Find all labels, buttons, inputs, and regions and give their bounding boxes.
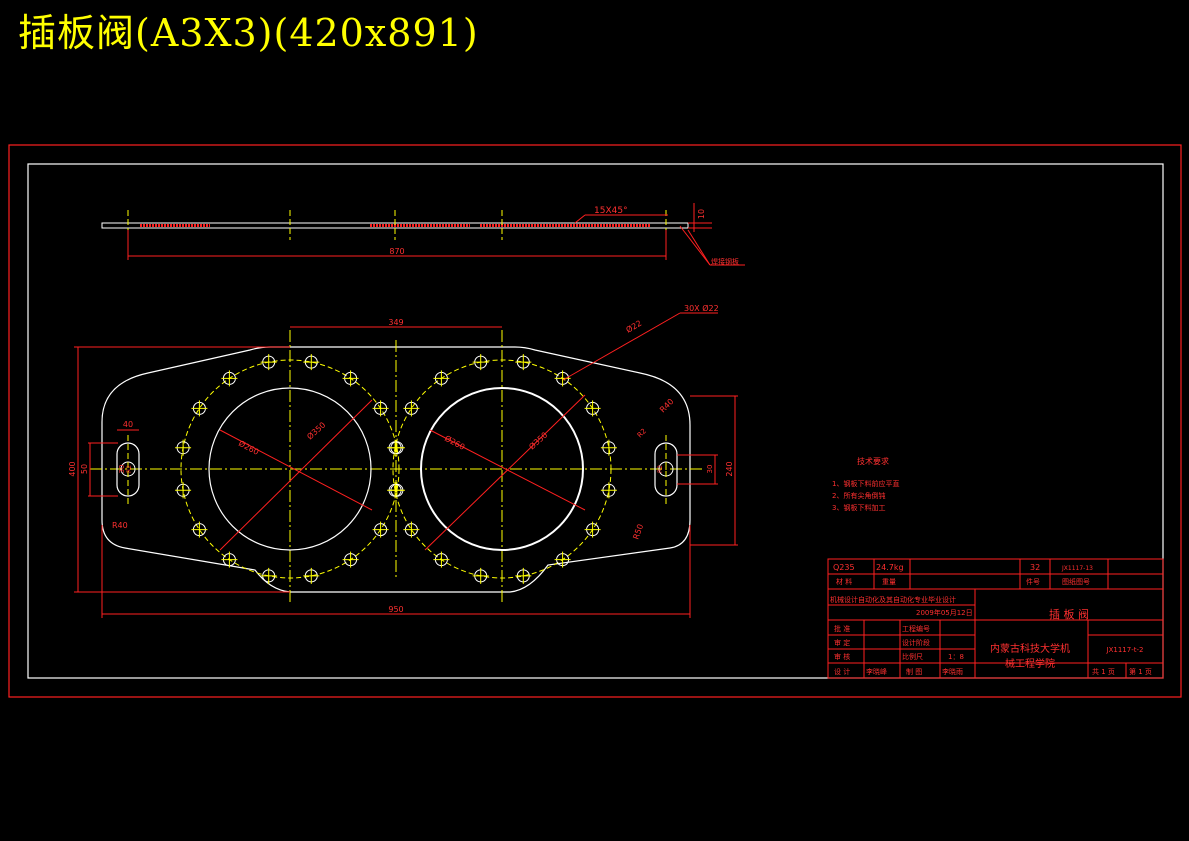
dim-240: 240 xyxy=(725,461,734,476)
dim-50: 50 xyxy=(80,464,89,474)
tb-main-box xyxy=(827,588,1164,679)
dim-40: 40 xyxy=(123,420,133,429)
dim-349: 349 xyxy=(388,318,403,327)
inner-frame xyxy=(27,163,1164,679)
tb-date: 2009年05月12日 xyxy=(916,608,973,617)
dim-30-right: 30 xyxy=(706,465,714,474)
left-bore-dia: Ø260 xyxy=(237,438,261,457)
holes-note: 30X Ø22 xyxy=(684,303,719,313)
tb-mid-1: 工程编号 xyxy=(902,624,930,633)
tb-school-1: 内蒙古科技大学机 xyxy=(990,642,1070,655)
thk-text: 10 xyxy=(697,209,706,219)
r40-right: R40 xyxy=(658,397,676,415)
tb-qty-label: 件号 xyxy=(1026,577,1040,586)
tb-mid-3: 比例尺 xyxy=(902,652,923,661)
holes-leader-1 xyxy=(562,312,681,381)
weld-text: 焊接钢板 xyxy=(711,257,739,266)
r40-left: R40 xyxy=(112,521,128,530)
tb-weight-label: 重量 xyxy=(882,578,896,586)
technical-requirements: 技术要求 1、钢板下料前应平直 2、所有尖角倒钝 3、钢板下料加工 xyxy=(832,456,899,512)
r22-right: R2 xyxy=(636,427,648,439)
tb-project: 机械设计自动化及其自动化专业毕业设计 xyxy=(830,595,956,604)
right-pitch-circle xyxy=(392,359,612,579)
drawing-title: 插板阀(A3X3)(420x891) xyxy=(18,11,479,55)
tb-weight: 24.7kg xyxy=(876,563,904,572)
right-bore-dia: Ø260 xyxy=(443,433,467,452)
top-view: 870 15X45° 10 焊接钢板 xyxy=(101,203,745,266)
tb-row-2: 审 定 xyxy=(834,638,850,647)
left-pitch-dia: Ø350 xyxy=(305,420,328,442)
tech-item-1: 1、钢板下料前应平直 xyxy=(832,479,899,488)
tech-item-3: 3、钢板下料加工 xyxy=(832,503,885,512)
hole-dia: Ø22 xyxy=(624,318,643,335)
r-small-right: R2 xyxy=(657,465,664,473)
left-bore xyxy=(208,387,372,551)
tb-row-4: 设 计 xyxy=(834,667,850,676)
tb-mid-2: 设计阶段 xyxy=(902,638,930,647)
tb-qty: 32 xyxy=(1030,563,1040,572)
tb-part-name: 插 板 阀 xyxy=(1049,607,1089,621)
tb-row-1: 批 准 xyxy=(834,624,850,633)
right-bore xyxy=(420,387,584,551)
main-view: Ø260 Ø350 Ø260 Ø350 349 950 400 50 40 xyxy=(68,303,738,618)
tech-heading: 技术要求 xyxy=(857,456,889,466)
tb-mid-4: 制 图 xyxy=(906,667,922,676)
outer-frame xyxy=(8,144,1182,698)
tech-item-2: 2、所有尖角倒钝 xyxy=(832,491,885,500)
tb-drawing-no: JX1117-t-2 xyxy=(1106,646,1144,654)
chamfer-leader-2 xyxy=(574,214,586,224)
tb-school-2: 械工程学院 xyxy=(1005,657,1055,670)
weld-leader-1 xyxy=(679,225,711,266)
tb-code-label: 图纸图号 xyxy=(1062,577,1090,586)
tb-code: JX1117-13 xyxy=(1061,565,1093,572)
tb-material-label: 材 料 xyxy=(836,577,852,586)
dim-950: 950 xyxy=(388,605,403,614)
r50-right: R50 xyxy=(631,523,645,541)
bolt-holes xyxy=(175,354,617,584)
dim-400: 400 xyxy=(68,461,77,476)
dim-870: 870 xyxy=(389,247,404,256)
tb-material: Q235 xyxy=(833,563,855,572)
tb-scale: 1：8 xyxy=(948,653,964,661)
left-pitch-circle xyxy=(180,359,400,579)
tb-drafter: 李晓雨 xyxy=(942,667,963,676)
left-dia-leader-2 xyxy=(219,399,373,551)
r-small-left: R2 xyxy=(126,465,133,473)
tb-sheet-no: 第 1 页 xyxy=(1129,667,1152,676)
tb-designer: 李晓峰 xyxy=(866,667,887,676)
title-block: Q235 24.7kg 32 JX1117-13 材 料 重量 件号 图纸图号 … xyxy=(827,558,1164,679)
dim-30-left: 30 xyxy=(118,465,126,474)
tb-row-3: 审 核 xyxy=(834,652,850,661)
tb-sheet-total: 共 1 页 xyxy=(1092,667,1115,676)
right-dia-leader-2 xyxy=(424,394,586,551)
right-slot xyxy=(654,442,678,497)
left-dia-leader-1 xyxy=(219,429,373,511)
weld-leader-2 xyxy=(687,229,711,266)
plate-outline xyxy=(101,346,691,593)
left-slot xyxy=(116,442,140,497)
chamfer-text: 15X45° xyxy=(594,206,628,216)
